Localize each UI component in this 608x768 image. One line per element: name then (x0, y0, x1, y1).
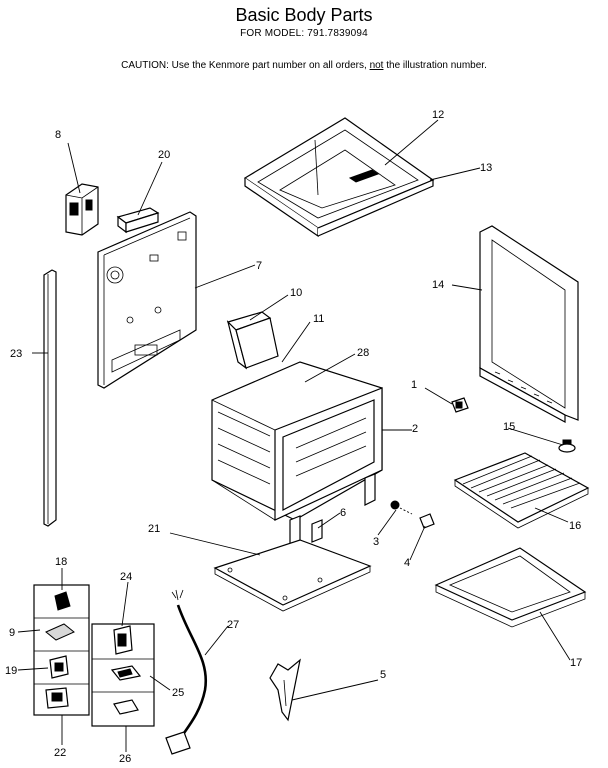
callout-11: 11 (313, 313, 324, 325)
callout-4: 4 (404, 557, 410, 569)
part-20-spacer (116, 207, 160, 234)
callout-20: 20 (158, 149, 170, 161)
callout-8: 8 (55, 129, 61, 141)
callout-22: 22 (54, 747, 66, 759)
callout-23: 23 (10, 348, 22, 360)
page-title: Basic Body Parts (235, 5, 373, 25)
part-3-screw (390, 500, 413, 515)
part-1-clip (451, 397, 469, 413)
callout-24: 24 (120, 571, 132, 583)
callout-1: 1 (411, 379, 417, 391)
part-7-back-panel (97, 211, 197, 389)
callout-21: 21 (148, 523, 160, 535)
leader-lines (17, 119, 571, 752)
callout-12: 12 (432, 109, 444, 121)
callout-15: 15 (503, 421, 515, 433)
callout-9: 9 (9, 627, 15, 639)
callout-26: 26 (119, 753, 131, 765)
callout-7: 7 (256, 260, 262, 272)
caution-text-end: the illustration number. (383, 60, 487, 71)
callout-19: 19 (5, 665, 17, 677)
callout-28: 28 (357, 347, 369, 359)
callout-10: 10 (290, 287, 302, 299)
callout-27: 27 (227, 619, 239, 631)
caution-note: CAUTION: Use the Kenmore part number on … (0, 60, 608, 71)
part-17-drip-tray (434, 547, 587, 628)
parts-box-right (91, 623, 155, 727)
callout-3: 3 (373, 536, 379, 548)
callout-6: 6 (340, 507, 346, 519)
part-14-side-panel (479, 225, 579, 424)
callout-25: 25 (172, 687, 184, 699)
part-21-bottom-panel (213, 539, 372, 612)
part-8-bracket (65, 183, 99, 236)
part-27-power-cord (165, 589, 208, 755)
callout-17: 17 (570, 657, 582, 669)
callout-14: 14 (432, 279, 444, 291)
caution-text-start: CAUTION: Use the Kenmore part number on … (121, 60, 370, 71)
part-16-oven-rack (453, 452, 590, 529)
callout-13: 13 (480, 162, 492, 174)
model-number: FOR MODEL: 791.7839094 (240, 28, 368, 39)
part-4-knob (419, 513, 435, 529)
part-15-vent (558, 439, 576, 453)
callout-2: 2 (412, 423, 418, 435)
part-6-bracket (311, 519, 323, 543)
callout-18: 18 (55, 556, 67, 568)
part-12-cooktop (243, 117, 435, 238)
part-5-hinge (269, 658, 301, 722)
parts-box-left (33, 584, 90, 716)
caution-emphasis: not (369, 60, 384, 71)
callout-5: 5 (380, 669, 386, 681)
part-10-vent-duct (226, 311, 279, 370)
callout-labels: 8 20 7 23 12 13 10 11 28 14 1 2 15 16 17… (5, 109, 582, 765)
part-2-oven-body (211, 361, 383, 551)
part-23-trim-strip (43, 269, 57, 527)
callout-16: 16 (569, 520, 581, 532)
